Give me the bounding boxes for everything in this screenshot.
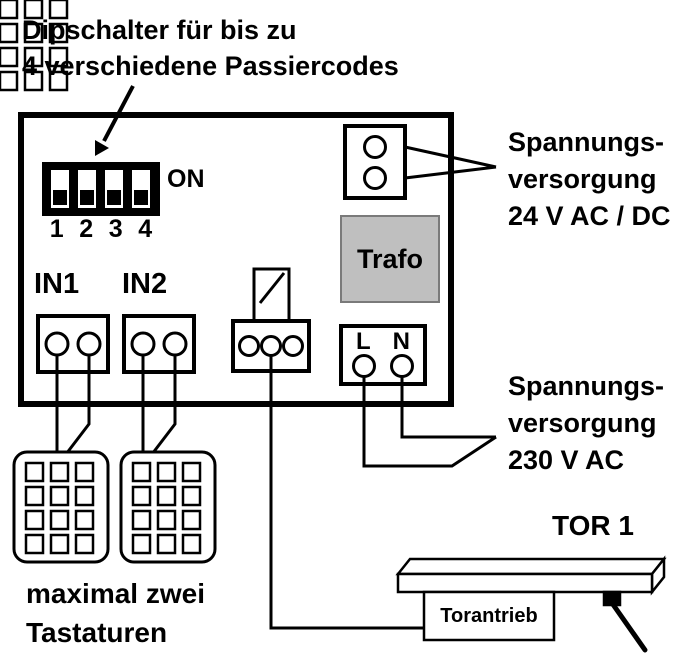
dip-number-2: 2 bbox=[79, 215, 94, 243]
supply-24v-label: Spannungs- versorgung 24 V AC / DC bbox=[508, 124, 671, 235]
keypad-1 bbox=[12, 450, 110, 564]
relay-contact-symbol bbox=[252, 267, 291, 321]
gate-operator-drawing bbox=[395, 555, 667, 653]
terminal-in2-2 bbox=[162, 331, 188, 357]
supply-24v-line3: 24 V AC / DC bbox=[508, 201, 671, 231]
dip-switch-block bbox=[42, 162, 160, 216]
keypad-note: maximal zwei Tastaturen bbox=[26, 574, 205, 652]
terminal-out-2 bbox=[260, 335, 282, 357]
diagram-title: Dipschalter für bis zu 4 verschiedene Pa… bbox=[22, 12, 399, 84]
terminal-in1-2 bbox=[76, 331, 102, 357]
supply-230v-label: Spannungs- versorgung 230 V AC bbox=[508, 368, 664, 479]
diagram-title-line2: 4 verschiedene Passiercodes bbox=[22, 51, 399, 81]
supply-230v-line3: 230 V AC bbox=[508, 445, 625, 475]
dip-number-1: 1 bbox=[49, 215, 64, 243]
trafo-label: Trafo bbox=[356, 243, 423, 274]
terminal-in1-box bbox=[36, 314, 110, 374]
dip-number-4: 4 bbox=[138, 215, 153, 243]
supply-24v-line2: versorgung bbox=[508, 164, 657, 194]
wire-live bbox=[362, 366, 497, 468]
terminal-live bbox=[352, 354, 376, 378]
supply-230v-line1: Spannungs- bbox=[508, 371, 664, 401]
keypad-note-line1: maximal zwei bbox=[26, 578, 205, 609]
terminal-ln-box bbox=[339, 324, 427, 386]
gate-label: TOR 1 bbox=[552, 510, 634, 541]
ln-labels: L N bbox=[345, 328, 421, 356]
wire-24v-top bbox=[404, 145, 497, 169]
antenna-whip-icon bbox=[609, 600, 648, 653]
terminal-in2-1 bbox=[130, 331, 156, 357]
gate-rail-front bbox=[396, 572, 654, 594]
dip-number-3: 3 bbox=[108, 215, 123, 243]
wires bbox=[55, 145, 497, 630]
wire-neutral bbox=[400, 366, 496, 439]
wire-24v-bottom bbox=[404, 165, 497, 180]
screw-terminals bbox=[44, 135, 414, 378]
diagram-title-line1: Dipschalter für bis zu bbox=[22, 15, 297, 45]
neutral-label: N bbox=[392, 328, 410, 355]
terminal-out-1 bbox=[238, 335, 260, 357]
gate-rail-top bbox=[395, 557, 667, 576]
wire-in1-right bbox=[58, 344, 91, 463]
supply-24v-line1: Spannungs- bbox=[508, 127, 664, 157]
supply-230v-line2: versorgung bbox=[508, 408, 657, 438]
keypad-2 bbox=[119, 450, 217, 564]
dip-switch-numbers: 1 2 3 4 bbox=[42, 215, 160, 244]
wire-gate-drive bbox=[269, 346, 426, 630]
keypad-note-line2: Tastaturen bbox=[26, 617, 168, 648]
in2-label: IN2 bbox=[122, 268, 168, 300]
terminal-24v-1 bbox=[363, 135, 387, 159]
wire-in2-right bbox=[144, 344, 177, 463]
live-label: L bbox=[355, 328, 371, 355]
terminal-in1-1 bbox=[44, 331, 70, 357]
in1-label: IN1 bbox=[34, 268, 80, 300]
terminal-neutral bbox=[390, 354, 414, 378]
terminal-out-3 bbox=[282, 335, 304, 357]
gate-drive-label: Torantrieb bbox=[440, 604, 538, 627]
dip-on-label: ON bbox=[167, 165, 205, 193]
gate-drive-box bbox=[422, 590, 556, 642]
terminal-24v-2 bbox=[363, 166, 387, 190]
dip-pointer-arrow-icon bbox=[95, 85, 135, 156]
trafo-box bbox=[340, 215, 440, 303]
